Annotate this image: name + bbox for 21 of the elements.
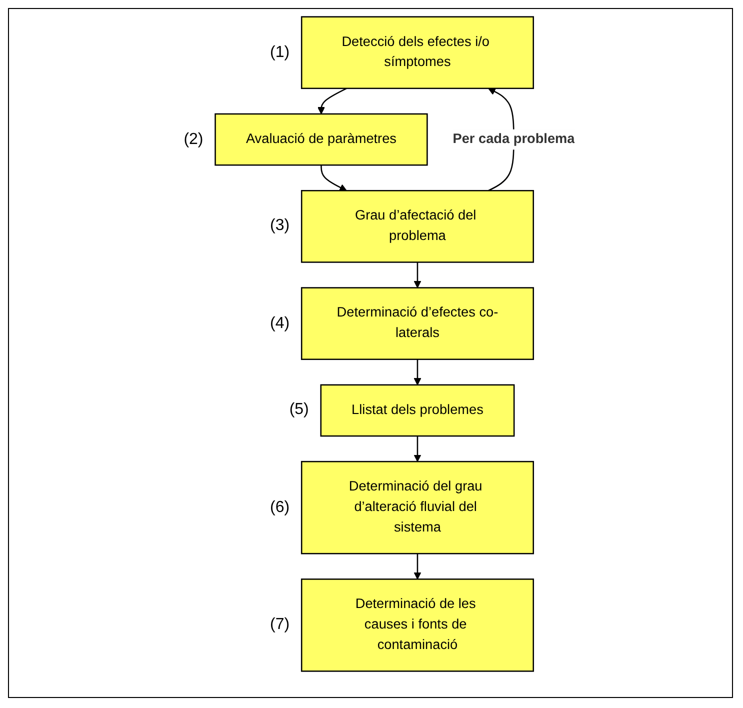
process-box: Determinació de les causes i fonts de contaminació bbox=[300, 578, 534, 672]
step-number: (5) bbox=[289, 401, 309, 420]
arrow bbox=[414, 554, 422, 580]
step-number: (7) bbox=[270, 616, 290, 634]
arrow bbox=[320, 165, 347, 191]
edge-label: Per cada problema bbox=[452, 129, 575, 150]
step-number: (3) bbox=[270, 217, 290, 236]
process-box: Llistat dels problemes bbox=[320, 384, 515, 437]
step-number: (1) bbox=[270, 44, 290, 62]
process-box: Determinació del grau d’alteració fluvial del sistema bbox=[300, 460, 534, 554]
arrow bbox=[317, 88, 347, 114]
process-box: Detecció dels efectes i/o símptomes bbox=[300, 16, 534, 90]
step-number: (2) bbox=[184, 130, 204, 148]
process-box: Grau d’afectació del problema bbox=[300, 190, 534, 263]
process-box: Determinació d’efectes co-laterals bbox=[300, 287, 534, 360]
arrow bbox=[414, 262, 422, 288]
arrow bbox=[414, 436, 422, 462]
step-number: (6) bbox=[270, 498, 290, 517]
process-box: Avaluació de paràmetres bbox=[214, 113, 428, 166]
step-number: (4) bbox=[270, 314, 290, 333]
arrow bbox=[414, 359, 422, 386]
